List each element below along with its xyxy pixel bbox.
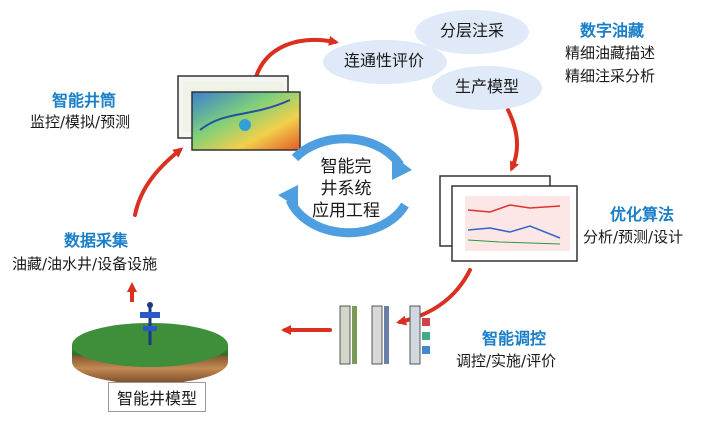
arrow-wellbore-to-reservoir <box>253 35 339 82</box>
node-reservoir-title: 数字油藏 <box>580 21 645 40</box>
node-wellbore-title: 智能井筒 <box>52 91 117 110</box>
node-algorithm-sub: 分析/预测/设计 <box>583 228 684 246</box>
center-cycle-arrows <box>285 134 409 238</box>
node-data-title: 数据采集 <box>64 231 129 250</box>
center-line3: 应用工程 <box>312 201 380 222</box>
node-algorithm-title: 优化算法 <box>610 205 675 224</box>
ellipse-layer-injection <box>415 10 529 54</box>
node-control-title: 智能调控 <box>482 329 547 348</box>
blue-arrowhead-bottom <box>278 185 298 208</box>
well-log-strips <box>339 305 430 365</box>
ellipse-label-layer-injection: 分层注采 <box>440 21 505 40</box>
wellbore-screenshots <box>177 75 301 151</box>
center-label: 智能完 井系统 应用工程 <box>300 156 392 222</box>
blue-arrowhead-top <box>392 155 412 180</box>
node-wellbore-sub: 监控/模拟/预测 <box>30 113 131 131</box>
center-line2: 井系统 <box>320 179 372 200</box>
ellipse-label-production-model: 生产模型 <box>455 77 520 96</box>
node-reservoir-line2: 精细注采分析 <box>565 67 656 85</box>
node-control-sub: 调控/实施/评价 <box>456 352 557 370</box>
arrow-algorithm-to-control <box>396 268 472 326</box>
ellipse-connectivity <box>323 40 447 84</box>
node-reservoir-line1: 精细油藏描述 <box>565 44 656 62</box>
center-line1: 智能完 <box>320 157 372 177</box>
ellipse-label-connectivity: 连通性评价 <box>344 51 425 70</box>
arrow-data-to-wellbore <box>133 147 184 217</box>
algorithm-screenshots <box>439 175 578 262</box>
smart-well-model-graphic <box>72 302 228 384</box>
node-data-sub: 油藏/油水井/设备设施 <box>12 255 158 273</box>
arrow-reservoir-to-algorithm <box>506 108 520 172</box>
ellipse-production-model <box>432 66 542 110</box>
model-label: 智能井模型 <box>108 382 207 412</box>
cycle-arrows <box>133 35 520 335</box>
